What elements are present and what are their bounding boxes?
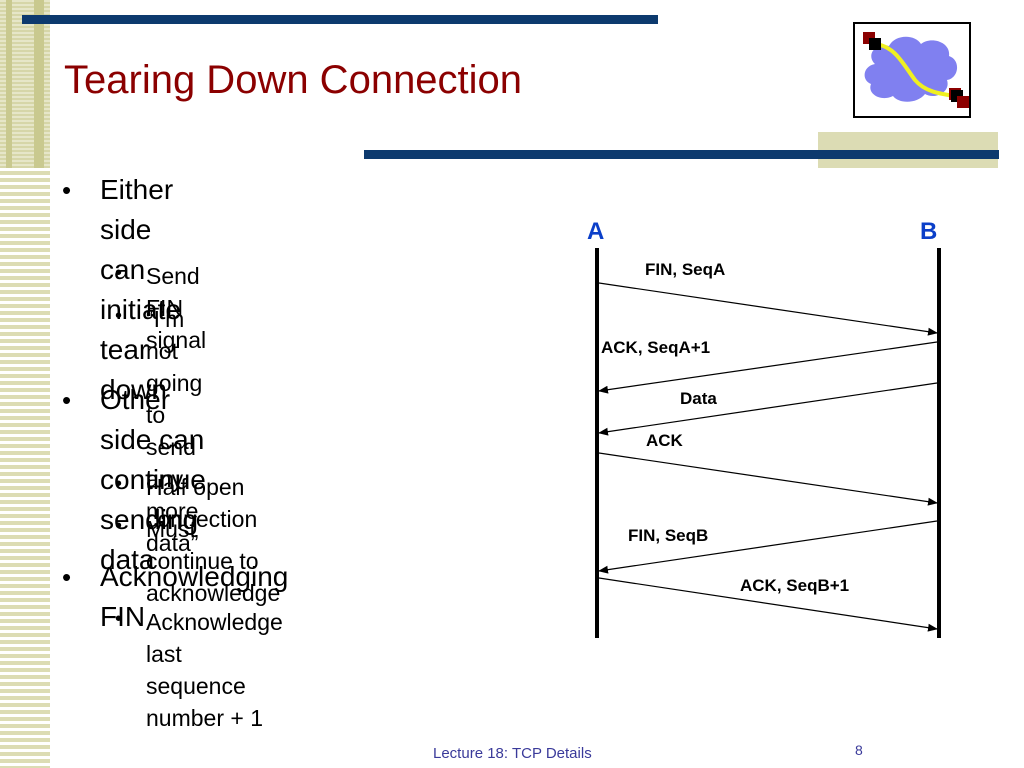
sub-bullet-item: Half open connection xyxy=(146,471,257,535)
logo xyxy=(853,22,971,118)
bullet-dot: • xyxy=(115,473,123,495)
message-arrow xyxy=(598,341,938,394)
bullet-dot: • xyxy=(115,262,123,284)
message-label: FIN, SeqA xyxy=(645,260,726,279)
message-arrow xyxy=(598,382,938,436)
message-arrow xyxy=(598,577,938,632)
bullet-text: down xyxy=(100,374,167,405)
bullet-dot: • xyxy=(62,175,72,205)
message-label: ACK xyxy=(646,431,683,450)
bullet-text: Other side can continue xyxy=(100,384,206,495)
bullet-dot: • xyxy=(115,305,123,327)
bullet-text: “I’m not going to send any more xyxy=(146,306,203,524)
bullet-item: Other side can continue sending data xyxy=(100,380,206,580)
bullet-text: Acknowledging FIN xyxy=(100,561,289,632)
network-cloud-icon xyxy=(863,32,969,108)
top-bar xyxy=(22,15,658,24)
sub-bullet-item: Must continue to acknowledge xyxy=(146,513,280,609)
bullet-dot: • xyxy=(62,385,72,415)
bullet-text: sending data xyxy=(100,504,199,575)
node-b-label: B xyxy=(920,218,938,245)
sub-bullet-item: “I’m not going to send any more data” xyxy=(146,303,202,559)
message-arrow xyxy=(598,282,938,336)
slide-title: Tearing Down Connection xyxy=(64,58,523,102)
bullet-text: Must continue to acknowledge xyxy=(146,516,281,606)
slide-footer: Lecture 18: TCP Details xyxy=(433,745,592,762)
page-number: 8 xyxy=(855,742,863,758)
stripe-line xyxy=(6,0,12,168)
sub-bullet-item: Acknowledge last sequence number + 1 xyxy=(146,606,283,734)
bullet-text: Send FIN signal xyxy=(146,263,207,353)
bullet-text: number + 1 xyxy=(146,705,263,731)
bullet-text: data” xyxy=(146,530,199,556)
bullet-dot: • xyxy=(62,562,72,592)
node-a-label: A xyxy=(587,218,605,245)
message-label: ACK, SeqA+1 xyxy=(601,338,711,357)
bullet-dot: • xyxy=(115,608,123,630)
divider-bar xyxy=(364,150,999,159)
message-arrow xyxy=(598,520,938,574)
sub-bullet-item: Send FIN signal xyxy=(146,260,206,356)
bullet-item: Acknowledging FIN xyxy=(100,557,288,637)
bullet-text: Acknowledge last sequence xyxy=(146,609,283,699)
message-label: ACK, SeqB+1 xyxy=(740,576,850,595)
message-label: FIN, SeqB xyxy=(628,526,709,545)
bullet-text: Either side can initiate tear xyxy=(100,174,181,365)
message-arrow xyxy=(598,452,938,506)
bullet-item: Either side can initiate tear down xyxy=(100,170,181,410)
bullet-dot: • xyxy=(115,515,123,537)
left-decorative-stripes xyxy=(0,0,50,768)
message-label: Data xyxy=(680,389,717,408)
bullet-text: Half open connection xyxy=(146,474,258,532)
stripe-line xyxy=(34,0,44,168)
